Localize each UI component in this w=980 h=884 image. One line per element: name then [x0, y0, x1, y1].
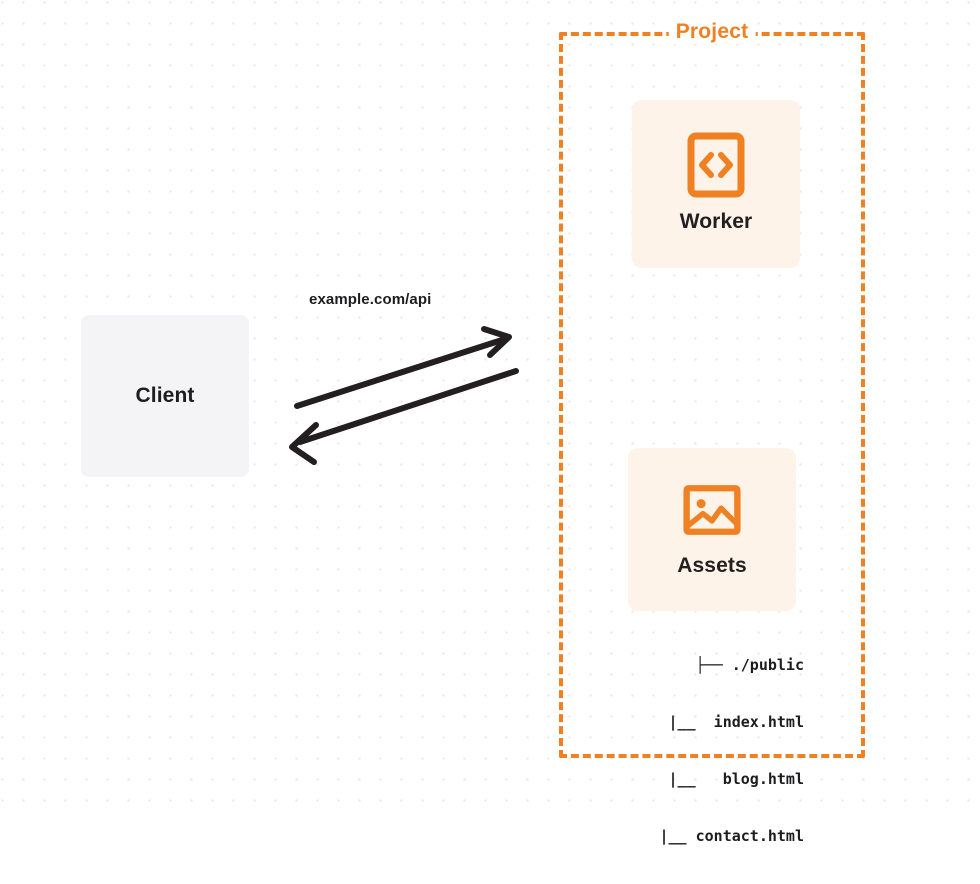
diagram-canvas: Client example.com/api Project Worker	[0, 0, 980, 845]
asset-file-tree: ├── ./public |__ index.html |__ blog.htm…	[560, 618, 804, 884]
assets-label: Assets	[677, 553, 747, 577]
response-arrow	[289, 368, 519, 465]
code-brackets-icon	[687, 132, 745, 198]
project-container: Project	[559, 20, 865, 758]
project-title: Project	[668, 20, 756, 44]
file-tree-row: |__ index.html	[632, 713, 804, 731]
image-icon	[683, 482, 741, 538]
request-arrow	[294, 326, 512, 409]
client-label: Client	[135, 384, 195, 407]
connection-label: example.com/api	[309, 291, 432, 308]
worker-label: Worker	[679, 210, 753, 233]
file-tree-row: |__ contact.html	[623, 827, 804, 845]
file-tree-row: ├── ./public	[695, 656, 804, 674]
client-node[interactable]: Client	[81, 315, 249, 477]
worker-card[interactable]: Worker	[632, 100, 800, 268]
assets-card[interactable]: Assets	[628, 448, 796, 611]
file-tree-row: |__ blog.html	[632, 770, 804, 788]
